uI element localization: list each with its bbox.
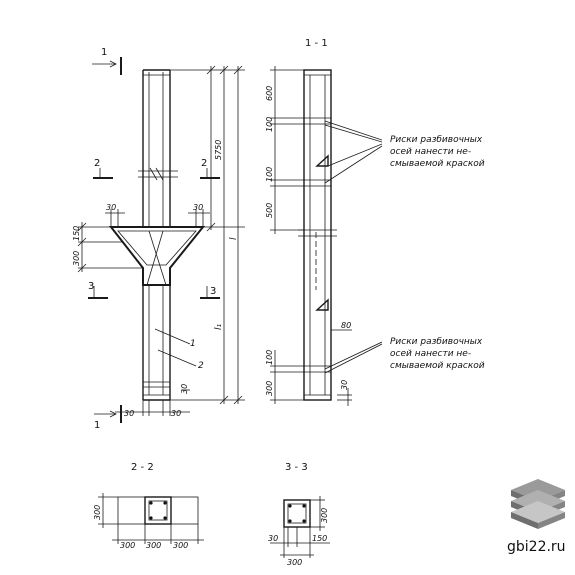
sec33-dim-150: 150 xyxy=(312,534,327,543)
sec33-height: 300 xyxy=(320,508,329,523)
site-logo-icon xyxy=(511,479,565,529)
cut-2-right-label: 2 xyxy=(201,158,207,169)
callout-2: 2 xyxy=(198,361,204,371)
note-bottom-line-3: смываемой краской xyxy=(390,361,485,371)
dim-300-left: 300 xyxy=(72,251,81,266)
column-elevation xyxy=(77,57,245,423)
section-2-2-title: 2 - 2 xyxy=(131,462,154,473)
dim-30-top-right: 30 xyxy=(193,203,203,212)
sec22-height: 300 xyxy=(93,505,102,520)
dim-30-bottom-right: 30 xyxy=(171,409,181,418)
dim-100-a: 100 xyxy=(265,117,274,132)
dim-30-top-left: 30 xyxy=(106,203,116,212)
cut-1-bottom-label: 1 xyxy=(94,420,100,431)
note-top-line-2: осей нанести не- xyxy=(390,147,471,157)
section-1-1 xyxy=(270,66,383,406)
watermark-text: gbi22.ru xyxy=(507,539,566,555)
sec22-width-2: 300 xyxy=(146,541,161,550)
dim-100-c: 100 xyxy=(265,350,274,365)
sec33-width: 300 xyxy=(287,558,302,567)
note-top-line-1: Риски разбивочных xyxy=(390,135,483,145)
dim-l: l xyxy=(229,237,239,240)
section-1-1-title: 1 - 1 xyxy=(305,38,328,49)
section-2-2 xyxy=(98,493,204,544)
dim-600: 600 xyxy=(265,86,274,101)
sec22-width-1: 300 xyxy=(120,541,135,550)
dim-100-b: 100 xyxy=(265,167,274,182)
sec22-width-3: 300 xyxy=(173,541,188,550)
note-top-line-3: смываемой краской xyxy=(390,159,485,169)
dim-80: 80 xyxy=(341,321,351,330)
dim-5750: 5750 xyxy=(214,140,223,160)
dim-30-right: 30 xyxy=(340,380,349,390)
sec33-dim-30: 30 xyxy=(268,534,278,543)
cut-2-left-label: 2 xyxy=(94,158,100,169)
dim-l1: l₁ xyxy=(214,323,224,330)
dim-30-bottom-side: 30 xyxy=(180,384,189,394)
cut-3-left-label: 3 xyxy=(88,281,94,292)
dim-30-bottom-left: 30 xyxy=(124,409,134,418)
note-bottom-line-1: Риски разбивочных xyxy=(390,337,483,347)
cut-1-top-label: 1 xyxy=(101,47,107,58)
cut-3-right-label: 3 xyxy=(210,286,216,297)
dim-500: 500 xyxy=(265,203,274,218)
callout-1: 1 xyxy=(190,339,196,349)
section-3-3 xyxy=(270,496,330,558)
section-3-3-title: 3 - 3 xyxy=(285,462,308,473)
note-bottom-line-2: осей нанести не- xyxy=(390,349,471,359)
dim-150-left: 150 xyxy=(72,226,81,241)
dim-300-right: 300 xyxy=(265,381,274,396)
